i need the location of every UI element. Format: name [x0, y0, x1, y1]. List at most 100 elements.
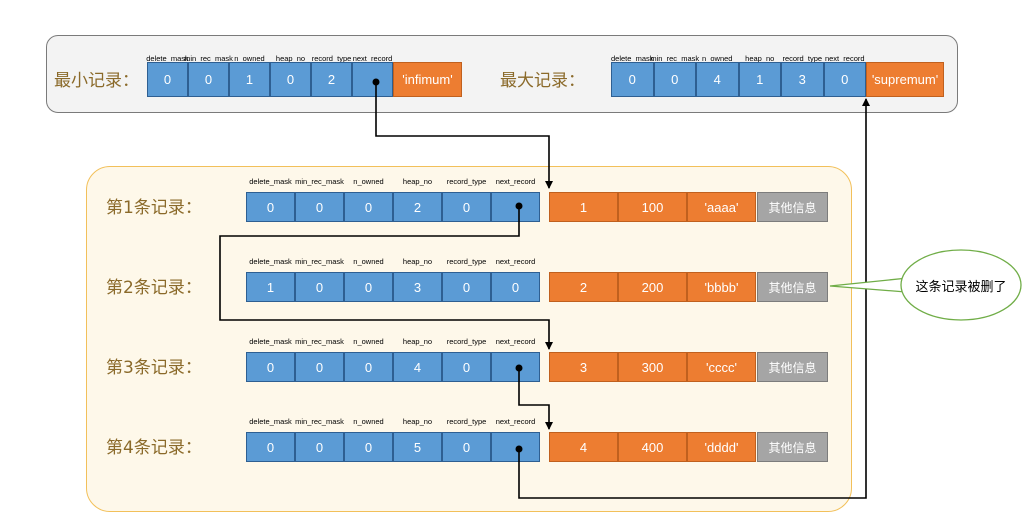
record-1-header-heap_no: heap_no — [402, 177, 433, 186]
record-1-heap_no-cell: 2 — [393, 192, 442, 222]
record-3-data-3: 'cccc' — [687, 352, 756, 382]
record-4-label: 第4条记录： — [106, 438, 202, 458]
record-1-header-delete_mask: delete_mask — [249, 177, 292, 186]
deleted-callout-text: 这条记录被删了 — [915, 280, 1007, 295]
max-record-label: 最大记录： — [500, 71, 585, 91]
record-2-header-next_record: next_record — [495, 257, 536, 266]
record-1-header-record_type: record_type — [446, 177, 487, 186]
max-record-header-next_record: next_record — [824, 54, 865, 63]
record-4-header-record_type: record_type — [446, 417, 487, 426]
record-2-header-record_type: record_type — [446, 257, 487, 266]
record-4-header-next_record: next_record — [495, 417, 536, 426]
record-1-record_type-cell: 0 — [442, 192, 491, 222]
record-1-other-info: 其他信息 — [757, 192, 828, 222]
record-1-n_owned-cell: 0 — [344, 192, 393, 222]
arrow-record-1-to-record-3-origin-dot — [515, 202, 523, 210]
record-1-label: 第1条记录： — [106, 198, 202, 218]
record-4-header-min_rec_mask: min_rec_mask — [295, 417, 344, 426]
arrow-record-3-to-record-4 — [518, 368, 553, 430]
record-2-min_rec_mask-cell: 0 — [295, 272, 344, 302]
record-3-header-heap_no: heap_no — [402, 337, 433, 346]
min-record-n_owned-cell: 1 — [229, 62, 270, 97]
record-1-min_rec_mask-cell: 0 — [295, 192, 344, 222]
record-1-header-n_owned: n_owned — [353, 177, 384, 186]
max-record-n_owned-cell: 4 — [696, 62, 739, 97]
record-4-other-info: 其他信息 — [757, 432, 828, 462]
record-1-data-2: 100 — [618, 192, 687, 222]
min-record-header-min_rec_mask: min_rec_mask — [184, 54, 233, 63]
record-3-data-1: 3 — [549, 352, 618, 382]
record-3-next_record-cell — [491, 352, 540, 382]
max-record-header-n_owned: n_owned — [702, 54, 733, 63]
min-record-tag-cell: 'infimum' — [393, 62, 462, 97]
record-3-data-2: 300 — [618, 352, 687, 382]
max-record-min_rec_mask-cell: 0 — [653, 62, 696, 97]
record-2-next_record-cell: 0 — [491, 272, 540, 302]
record-4-heap_no-cell: 5 — [393, 432, 442, 462]
min-record-label: 最小记录： — [54, 71, 139, 91]
record-2-heap_no-cell: 3 — [393, 272, 442, 302]
min-record-header-delete_mask: delete_mask — [146, 54, 189, 63]
arrow-infimum-to-record-1-origin-dot — [372, 78, 380, 86]
record-2-other-info: 其他信息 — [757, 272, 828, 302]
record-3-n_owned-cell: 0 — [344, 352, 393, 382]
max-record-header-delete_mask: delete_mask — [610, 54, 654, 63]
record-2-header-n_owned: n_owned — [353, 257, 384, 266]
record-4-header-delete_mask: delete_mask — [249, 417, 292, 426]
record-4-header-heap_no: heap_no — [402, 417, 433, 426]
record-1-header-min_rec_mask: min_rec_mask — [295, 177, 344, 186]
record-2-data-3: 'bbbb' — [687, 272, 756, 302]
record-4-min_rec_mask-cell: 0 — [295, 432, 344, 462]
record-1-data-1: 1 — [549, 192, 618, 222]
min-record-delete_mask-cell: 0 — [147, 62, 188, 97]
arrow-record-4-to-supremum-origin-dot — [515, 445, 523, 453]
callout-bubble — [900, 249, 1022, 321]
record-3-header-delete_mask: delete_mask — [249, 337, 292, 346]
record-3-delete_mask-cell: 0 — [246, 352, 295, 382]
min-record-min_rec_mask-cell: 0 — [188, 62, 229, 97]
record-2-delete_mask-cell: 1 — [246, 272, 295, 302]
record-4-data-3: 'dddd' — [687, 432, 756, 462]
record-4-data-2: 400 — [618, 432, 687, 462]
arrow-record-4-to-supremum — [518, 98, 870, 499]
record-3-header-min_rec_mask: min_rec_mask — [295, 337, 344, 346]
callout-tail — [829, 277, 909, 293]
min-record-next_record-cell — [352, 62, 393, 97]
arrow-record-1-to-record-3 — [219, 206, 553, 350]
record-4-header-n_owned: n_owned — [353, 417, 384, 426]
record-4-n_owned-cell: 0 — [344, 432, 393, 462]
record-2-header-min_rec_mask: min_rec_mask — [295, 257, 344, 266]
min-record-heap_no-cell: 0 — [270, 62, 311, 97]
record-4-record_type-cell: 0 — [442, 432, 491, 462]
record-1-header-next_record: next_record — [495, 177, 536, 186]
record-2-header-delete_mask: delete_mask — [249, 257, 292, 266]
max-record-header-heap_no: heap_no — [745, 54, 775, 63]
deleted-callout — [829, 249, 1022, 321]
arrow-infimum-to-record-1 — [375, 82, 553, 189]
min-record-record_type-cell: 2 — [311, 62, 352, 97]
record-2-header-heap_no: heap_no — [402, 257, 433, 266]
min-record-header-next_record: next_record — [352, 54, 393, 63]
max-record-next_record-cell: 0 — [823, 62, 866, 97]
record-3-other-info: 其他信息 — [757, 352, 828, 382]
record-3-label: 第3条记录： — [106, 358, 202, 378]
record-4-next_record-cell — [491, 432, 540, 462]
record-3-min_rec_mask-cell: 0 — [295, 352, 344, 382]
max-record-heap_no-cell: 1 — [738, 62, 781, 97]
min-record-header-record_type: record_type — [311, 54, 352, 63]
max-record-delete_mask-cell: 0 — [611, 62, 654, 97]
record-2-n_owned-cell: 0 — [344, 272, 393, 302]
max-record-tag-cell: 'supremum' — [866, 62, 944, 97]
record-2-data-1: 2 — [549, 272, 618, 302]
max-record-header-record_type: record_type — [782, 54, 823, 63]
arrow-record-3-to-record-4-origin-dot — [515, 364, 523, 372]
record-1-delete_mask-cell: 0 — [246, 192, 295, 222]
record-3-heap_no-cell: 4 — [393, 352, 442, 382]
record-3-header-n_owned: n_owned — [353, 337, 384, 346]
next-record-arrows — [219, 78, 870, 499]
min-record-header-n_owned: n_owned — [234, 54, 265, 63]
record-3-header-record_type: record_type — [446, 337, 487, 346]
record-2-label: 第2条记录： — [106, 278, 202, 298]
min-record-header-heap_no: heap_no — [275, 54, 306, 63]
